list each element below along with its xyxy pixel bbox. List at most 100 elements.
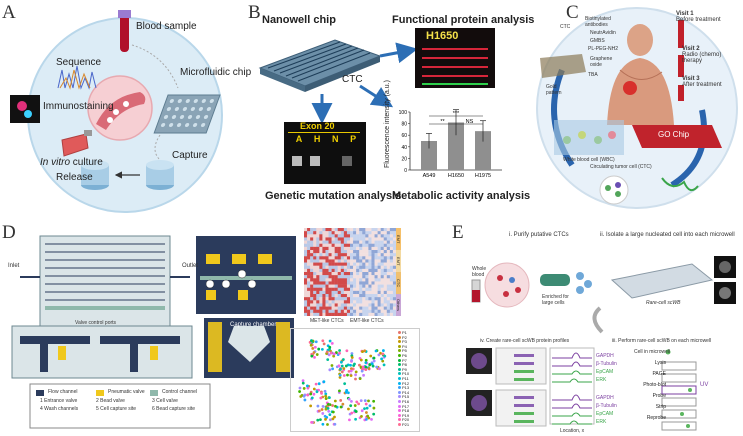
heatmap-cell xyxy=(365,231,369,235)
patient-figure-icon xyxy=(607,24,674,125)
heatmap-cell xyxy=(392,278,396,282)
heatmap-cell xyxy=(319,309,323,314)
heatmap-cell xyxy=(334,243,338,248)
heatmap-cell xyxy=(307,287,311,292)
heatmap-cell xyxy=(340,275,345,279)
heatmap-cell xyxy=(343,294,348,298)
legend-numbered-items: 1 Entrance valve 2 Bead valve 3 Cell val… xyxy=(40,398,208,412)
scatter-point xyxy=(349,363,352,367)
heatmap-cell xyxy=(346,250,351,254)
heatmap-cell xyxy=(386,246,391,251)
heatmap-cell xyxy=(340,265,345,270)
heatmap-cell xyxy=(359,284,363,288)
heatmap-cell xyxy=(386,234,391,238)
scatter-point xyxy=(367,367,371,370)
scatter-point xyxy=(365,406,369,410)
heatmap-cell xyxy=(359,272,363,276)
heatmap-cell xyxy=(371,262,375,266)
heatmap-cell xyxy=(386,237,391,241)
patient-legend-item: P3 xyxy=(398,339,418,345)
heatmap-cell xyxy=(331,243,335,248)
patient-color-dot xyxy=(398,340,401,344)
heatmap-cell xyxy=(337,297,341,301)
legend-item-2: 2 Bead valve xyxy=(96,398,125,404)
heatmap-cell xyxy=(374,306,378,310)
heatmap-cell xyxy=(322,265,326,270)
heatmap-cell xyxy=(346,240,351,244)
heatmap-cell xyxy=(353,281,357,285)
heatmap-cell xyxy=(304,281,308,285)
heatmap-cell xyxy=(392,309,396,314)
heatmap-cell xyxy=(334,306,338,310)
scatter-point xyxy=(363,349,367,353)
heatmap-cell xyxy=(325,250,329,254)
patient-legend-item: P15 xyxy=(398,395,418,400)
heatmap-cell xyxy=(313,297,317,301)
heatmap-cell xyxy=(374,231,378,235)
heatmap-cell xyxy=(350,294,354,298)
c-ctc-label: CTC xyxy=(560,24,571,30)
heatmap-cell xyxy=(322,297,326,301)
heatmap-cell xyxy=(383,294,387,298)
heatmap-cell xyxy=(389,297,394,301)
step-reprobe: Reprobe xyxy=(646,415,666,421)
heatmap-cell xyxy=(368,231,372,235)
heatmap-cell xyxy=(374,228,378,232)
heatmap-cell xyxy=(365,265,369,270)
heatmap-cell xyxy=(389,300,394,304)
heatmap-cell xyxy=(368,243,372,248)
heatmap-cell xyxy=(380,294,384,298)
scatter-point xyxy=(374,349,378,353)
heatmap-cell xyxy=(331,300,335,304)
heatmap-cell xyxy=(380,297,384,301)
heatmap-cell xyxy=(343,246,348,251)
heatmap-cell xyxy=(350,297,354,301)
heatmap-cell xyxy=(316,287,320,292)
patient-label: P16 xyxy=(402,398,410,404)
heatmap-cell xyxy=(350,259,354,263)
profile-plot-frame xyxy=(549,347,595,425)
heatmap-cell xyxy=(365,237,369,241)
patient-legend-item: P21 xyxy=(398,421,418,428)
heatmap-cell xyxy=(316,250,320,254)
heatmap-cell xyxy=(328,240,332,244)
heatmap-cell xyxy=(383,262,387,266)
heatmap-cell xyxy=(331,309,335,314)
heatmap-cell xyxy=(346,256,351,260)
heatmap-cell xyxy=(359,290,363,295)
heatmap-cell xyxy=(304,250,308,254)
heatmap-cell xyxy=(374,250,378,254)
capture-label: Capture xyxy=(172,150,208,161)
heatmap-cell xyxy=(356,228,360,232)
heatmap-cell xyxy=(304,294,308,298)
heatmap-cell xyxy=(356,262,360,266)
heatmap-cell xyxy=(386,253,391,257)
heatmap-cell xyxy=(371,246,375,251)
heatmap-cell xyxy=(322,278,326,282)
heatmap-cell xyxy=(322,256,326,260)
heatmap-cell xyxy=(307,272,311,276)
scatter-point xyxy=(359,358,363,362)
heatmap-cell xyxy=(322,309,326,314)
scatter-point xyxy=(350,359,354,362)
heatmap-cell xyxy=(307,303,311,307)
scatter-point xyxy=(338,349,341,352)
tba-label: TBA xyxy=(588,72,598,78)
patient-color-dot xyxy=(398,422,401,426)
scatter-point xyxy=(364,365,368,369)
heatmap-cell xyxy=(362,290,366,295)
scatter-point xyxy=(354,410,358,413)
scatter-point xyxy=(326,423,329,426)
scatter-point xyxy=(341,358,345,361)
heatmap-cell xyxy=(377,237,381,241)
heatmap-cell xyxy=(392,284,396,288)
patient-legend-item: P7 xyxy=(398,358,418,364)
heatmap-cell xyxy=(307,268,311,273)
uv-label: UV xyxy=(700,382,709,388)
step-strip: Strip xyxy=(655,404,666,410)
heatmap-cell xyxy=(304,306,308,310)
heatmap-cell xyxy=(346,278,351,282)
heatmap-cell xyxy=(356,259,360,263)
patient-label: P21 xyxy=(402,421,410,427)
